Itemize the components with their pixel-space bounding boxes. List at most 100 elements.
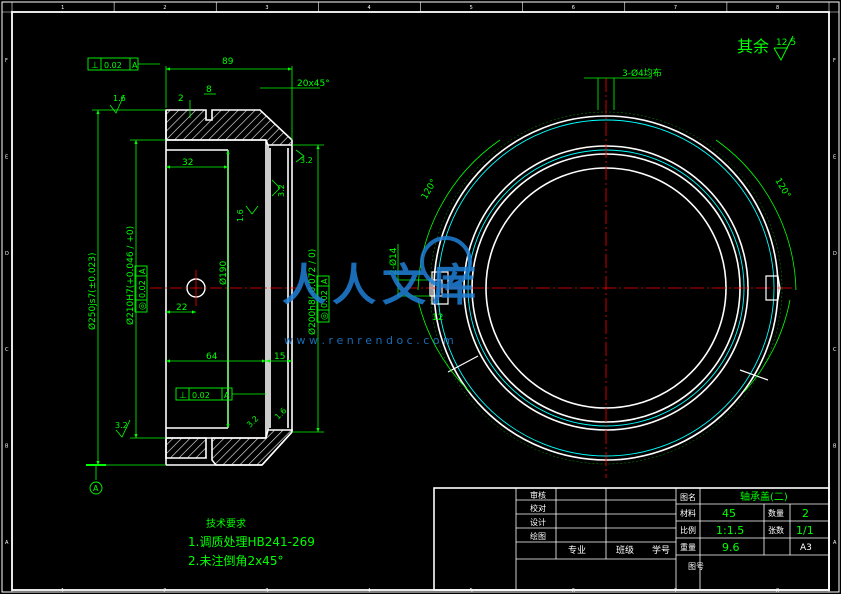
zone-letter-right: E [833, 155, 836, 161]
front-view: 3-Ø4均布 2-Ø14 120° 120° 12 [388, 67, 797, 478]
svg-text:绘图: 绘图 [530, 531, 546, 541]
zone-number-bottom: 2 [163, 588, 166, 594]
svg-text:张数: 张数 [768, 525, 784, 535]
zone-number-bottom: 3 [265, 588, 268, 594]
svg-text:图名: 图名 [680, 492, 696, 502]
svg-text:9.6: 9.6 [722, 541, 740, 554]
svg-text:3.2: 3.2 [245, 414, 260, 429]
svg-text:重量: 重量 [680, 542, 696, 552]
roughness-marks: 1.6 3.2 1.6 3.2 3.2 3.2 1.6 [109, 94, 313, 438]
watermark: 人人文库 w w w . r e n r e n d o c . c o m [282, 236, 476, 347]
zone-letter-right: F [833, 58, 836, 64]
datum-marker: A [86, 464, 106, 495]
zone-number-bottom: 8 [776, 588, 779, 594]
zone-number-top: 2 [163, 5, 166, 11]
zone-number-top: 7 [674, 5, 677, 11]
dim-slot-small: 12 [432, 313, 443, 323]
zone-letter-right: D [833, 251, 837, 257]
dim-diam-mid: Ø190 [218, 260, 229, 285]
zone-letter-right: C [833, 347, 837, 353]
svg-text:3.2: 3.2 [115, 421, 128, 430]
svg-text:设计: 设计 [530, 517, 546, 527]
zone-number-top: 4 [367, 5, 370, 11]
svg-text:3.2: 3.2 [277, 184, 286, 197]
section-hatch-bottom [165, 429, 293, 466]
tech-requirement-1: 1.调质处理HB241-269 [188, 535, 315, 549]
tech-requirements-title: 技术要求 [206, 517, 246, 530]
svg-text:1/1: 1/1 [796, 524, 814, 537]
dim-slot: 2-Ø14 [388, 247, 399, 275]
zone-number-bottom: 6 [572, 588, 575, 594]
svg-text:45: 45 [722, 507, 736, 520]
roughness-icon [245, 205, 259, 215]
zone-letter-right: B [833, 444, 837, 450]
svg-text:图号: 图号 [688, 562, 704, 571]
svg-text:轴承盖(二): 轴承盖(二) [740, 490, 788, 503]
zone-number-bottom: 1 [61, 588, 64, 594]
tech-requirement-2: 2.未注倒角2x45° [188, 553, 283, 568]
dim-groove-depth: 2 [178, 94, 184, 104]
zone-number-top: 1 [61, 5, 64, 11]
roughness-symbol-icon [773, 35, 794, 62]
roughness-icon [295, 149, 305, 163]
svg-text:校对: 校对 [530, 503, 546, 513]
zone-letter-left: C [5, 347, 9, 353]
zone-letter-left: A [5, 540, 9, 546]
front-hole-left [429, 279, 443, 297]
svg-text:数量: 数量 [768, 508, 784, 518]
dim-hole-center: 22 [176, 303, 187, 313]
surface-finish-value: 12.5 [776, 38, 796, 48]
roughness-icon [271, 179, 281, 197]
zone-number-top: 5 [470, 5, 473, 11]
zone-number-bottom: 7 [674, 588, 677, 594]
svg-text:1.6: 1.6 [113, 94, 126, 103]
svg-text:0.02: 0.02 [192, 391, 210, 400]
svg-text:A: A [224, 391, 230, 400]
svg-text:A: A [132, 61, 138, 70]
roughness-icon [109, 94, 125, 114]
svg-text:材料: 材料 [680, 508, 696, 518]
roughness-icon [115, 419, 131, 438]
tolerance-frame-coaxial-bore: ◎ 0.02 A [134, 265, 148, 313]
zone-number-bottom: 4 [367, 588, 370, 594]
svg-text:1:1.5: 1:1.5 [716, 524, 744, 537]
surface-finish-label: 其余 [737, 37, 769, 56]
dim-diam-outer: Ø250js7(±0.023) [87, 252, 98, 330]
watermark-logo-icon [420, 236, 472, 288]
svg-text:1.6: 1.6 [273, 406, 288, 421]
title-block: 审核 校对 设计 绘图 专业 班级 学号 图名 轴承盖(二) 材料 45 数量 … [433, 487, 830, 591]
zone-letter-left: D [5, 251, 9, 257]
tech-requirements: 技术要求 1.调质处理HB241-269 2.未注倒角2x45° [188, 517, 315, 568]
zone-letter-left: B [5, 444, 9, 450]
svg-text:0.02: 0.02 [104, 61, 122, 70]
svg-text:比例: 比例 [680, 525, 696, 535]
svg-text:A3: A3 [800, 543, 812, 553]
dim-diam-bore: Ø210H7(+0.046 / +0) [125, 226, 136, 325]
svg-text:w w w . r e n r e n d o c . c: w w w . r e n r e n d o c . c o m [284, 334, 454, 347]
svg-text:A: A [93, 484, 99, 493]
dim-chamfer: 20x45° [297, 79, 330, 89]
svg-text:A: A [138, 268, 147, 274]
svg-text:◎: ◎ [138, 302, 148, 310]
svg-text:1.6: 1.6 [236, 209, 245, 222]
dim-holes: 3-Ø4均布 [622, 67, 662, 79]
svg-text:班级: 班级 [616, 544, 634, 556]
zone-letter-right: A [833, 540, 837, 546]
zone-number-top: 6 [572, 5, 575, 11]
svg-text:⊥: ⊥ [91, 61, 99, 71]
front-hole-right [765, 275, 781, 301]
svg-text:⊥: ⊥ [179, 391, 187, 401]
dim-groove-width: 8 [206, 85, 212, 95]
svg-text:2: 2 [802, 507, 809, 520]
svg-text:◎: ◎ [320, 312, 330, 320]
tolerance-frame-perpendicular: ⊥ 0.02 A [175, 387, 266, 401]
dim-angle-left: 120° [420, 178, 440, 202]
zone-letter-left: F [5, 58, 8, 64]
svg-text:0.02: 0.02 [138, 280, 147, 298]
svg-text:专业: 专业 [568, 544, 586, 556]
dim-body-length: 64 [206, 352, 218, 362]
dim-overall-length: 89 [222, 57, 234, 67]
zone-number-top: 8 [776, 5, 779, 11]
